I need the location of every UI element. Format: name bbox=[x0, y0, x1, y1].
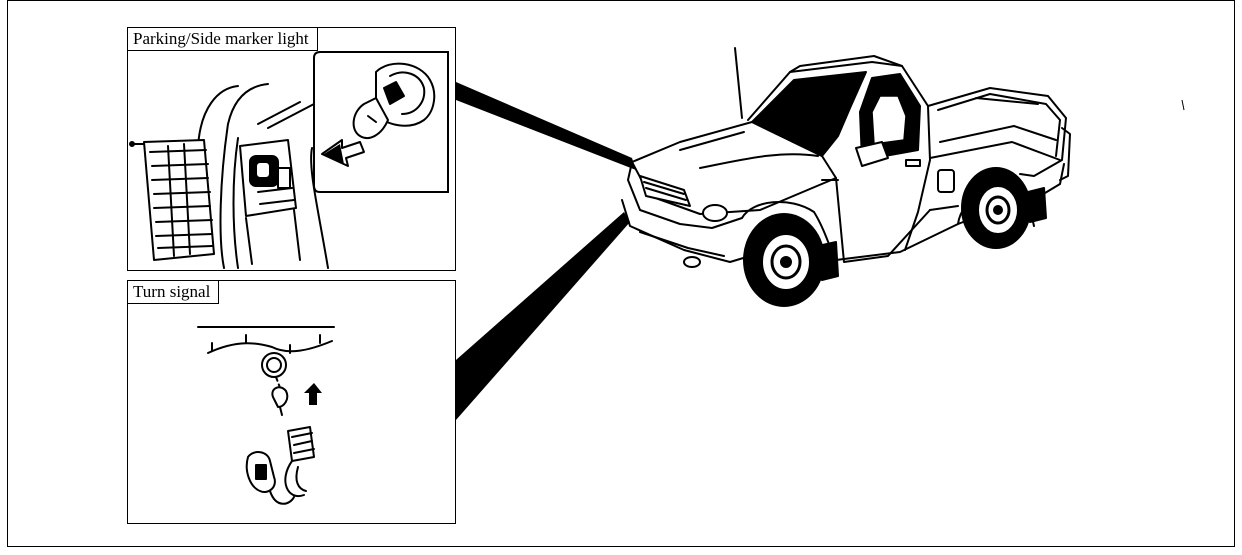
pickup-truck-illustration bbox=[622, 48, 1070, 306]
panel-label-parking: Parking/Side marker light bbox=[128, 28, 318, 51]
turn-signal-illustration bbox=[128, 281, 454, 522]
parking-side-marker-panel: Parking/Side marker light bbox=[127, 27, 456, 271]
parking-light-illustration bbox=[128, 28, 454, 269]
callout-beam-turn bbox=[456, 212, 630, 420]
panel-label-turn: Turn signal bbox=[128, 281, 219, 304]
turn-signal-panel: Turn signal bbox=[127, 280, 456, 524]
callout-beam-parking bbox=[456, 82, 636, 170]
bulb-inset bbox=[314, 52, 448, 192]
front-wheel bbox=[744, 214, 824, 306]
rear-wheel bbox=[962, 168, 1030, 248]
